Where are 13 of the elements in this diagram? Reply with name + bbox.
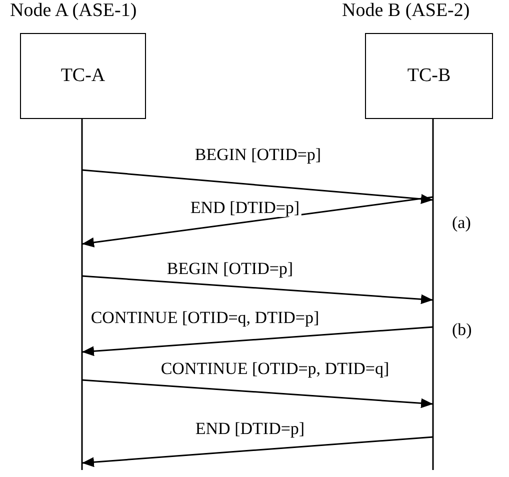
phase-label: (a)	[452, 213, 471, 233]
process-box: TC-B	[365, 33, 493, 119]
process-box: TC-A	[20, 33, 146, 119]
node-heading: Node B (ASE-2)	[342, 0, 470, 22]
edge-label: END [DTID=p]	[188, 199, 302, 217]
node-heading: Node A (ASE-1)	[10, 0, 137, 22]
message-arrow	[82, 169, 434, 204]
message-arrow	[82, 275, 434, 304]
message-arrow	[82, 326, 434, 356]
message-arrow	[82, 379, 434, 408]
message-arrow	[82, 436, 434, 468]
message-arrow	[82, 196, 434, 248]
phase-label: (b)	[452, 320, 472, 340]
